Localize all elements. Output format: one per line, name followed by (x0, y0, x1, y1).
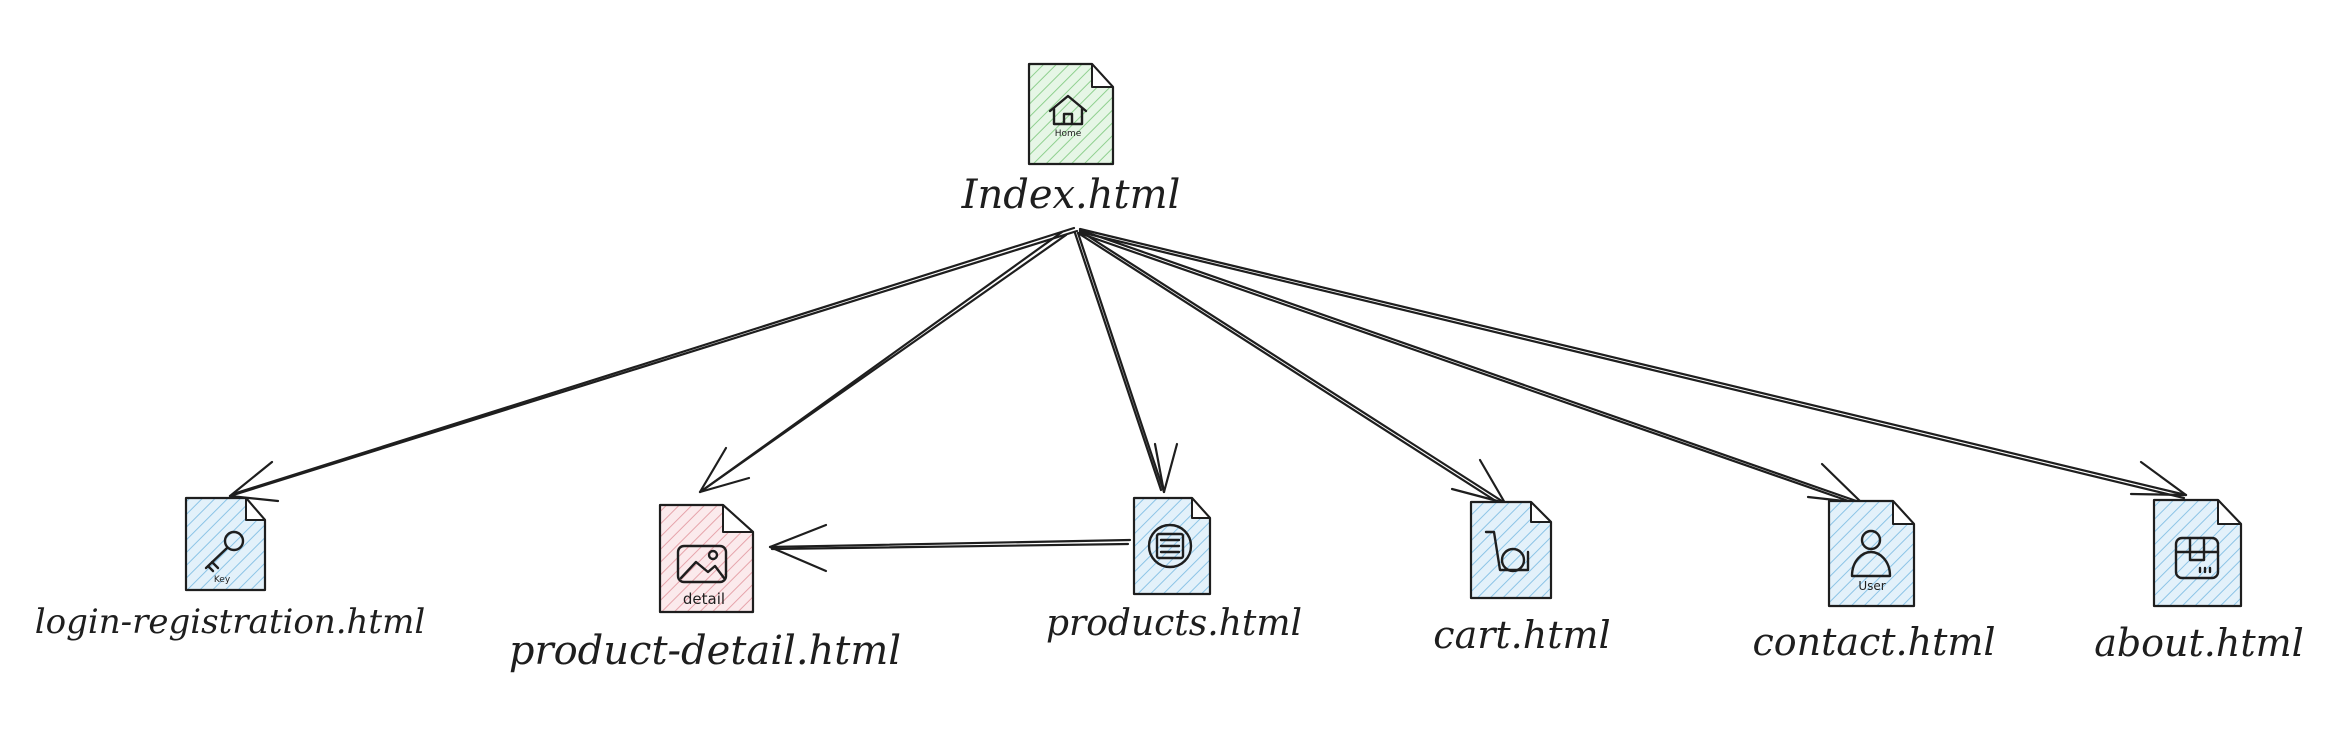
edge-index-to-detail (698, 230, 1068, 494)
node-label-cart: cart.html (1433, 613, 1610, 657)
list-icon (1147, 523, 1193, 569)
node-label-product-detail: product-detail.html (509, 628, 901, 674)
edge-index-to-login (228, 226, 1079, 503)
edge-index-to-contact (1077, 228, 1864, 507)
user-icon (1850, 529, 1892, 578)
file-icon-contact (1827, 499, 1916, 608)
package-icon (2174, 536, 2220, 580)
node-contact[interactable]: User contact.html (1752, 499, 1996, 664)
node-index[interactable]: Home Index.html (961, 62, 1181, 218)
node-product-detail[interactable]: detail product-detail.html (509, 503, 901, 674)
edge-index-to-cart (1076, 229, 1507, 507)
key-icon (204, 530, 245, 573)
node-label-login-registration: login-registration.html (35, 602, 425, 642)
edges (228, 226, 2188, 573)
edge-products-to-detail (768, 523, 1132, 573)
cart-icon (1484, 530, 1530, 573)
node-products[interactable]: products.html (1046, 496, 1302, 644)
node-cart[interactable]: cart.html (1433, 500, 1611, 657)
edge-index-to-products (1073, 231, 1179, 494)
home-icon-label: Home (1055, 129, 1082, 139)
node-about[interactable]: about.html (2094, 498, 2304, 665)
file-icon-product-detail (658, 503, 755, 614)
node-label-products: products.html (1046, 603, 1302, 644)
image-icon (676, 544, 728, 584)
node-label-contact: contact.html (1752, 620, 1995, 664)
image-icon-label: detail (683, 590, 725, 608)
node-login-registration[interactable]: Key login-registration.html (35, 496, 425, 642)
node-label-index: Index.html (961, 172, 1181, 218)
edge-index-to-about (1078, 227, 2188, 500)
home-icon (1048, 94, 1088, 126)
user-icon-label: User (1858, 579, 1885, 593)
node-label-about: about.html (2094, 621, 2304, 665)
key-icon-label: Key (214, 575, 231, 585)
